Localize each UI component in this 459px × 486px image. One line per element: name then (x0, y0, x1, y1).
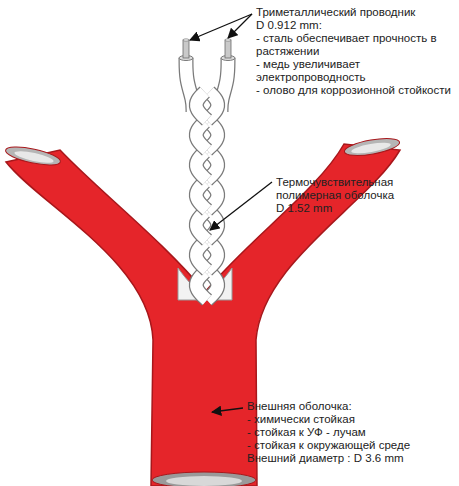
callout-label: - олово для коррозионной стойкости (256, 84, 452, 97)
conductor (183, 39, 189, 41)
callout-group: Триметаллический проводникD 0.912 mm:- с… (256, 6, 452, 97)
wire-insulation (196, 272, 207, 300)
leader-line (190, 14, 252, 40)
jacket-opening (343, 135, 401, 159)
leader-line (210, 182, 272, 230)
callout-label: - химически стойкая (247, 413, 452, 426)
callout-label: Триметаллический проводник (256, 6, 452, 19)
callout-label: - сталь обеспечивает прочность в растяже… (256, 32, 452, 58)
wire-insulation (196, 272, 207, 300)
callout-label: - стойкая к УФ - лучам (247, 426, 452, 439)
callout-label: Внешняя оболочка: (247, 400, 452, 413)
twisted-pair (179, 39, 235, 300)
wire-insulation (196, 122, 207, 150)
wire-insulation (196, 242, 207, 270)
conductor (225, 39, 231, 41)
leader-line (212, 408, 243, 412)
wire-insulation (196, 182, 207, 210)
jacket-opening (351, 141, 392, 156)
leader-line (228, 14, 252, 38)
wire-insulation (196, 92, 207, 120)
callout-label: - медь увеличивает электропроводность (256, 58, 452, 84)
conductor (183, 40, 189, 58)
callout-label: - стойкая к окружающей среде (247, 439, 452, 452)
jacket-opening (14, 149, 55, 165)
conductor (225, 40, 231, 58)
jacket-cut (152, 472, 256, 486)
callout-label: D 1.52 mm (276, 202, 448, 215)
wire-insulation (196, 122, 207, 150)
callout-label: Термочувствительная полимерная оболочка (276, 176, 448, 202)
wire-insulation (196, 152, 207, 180)
jacket-opening (4, 143, 62, 168)
jacket-cut (166, 476, 242, 486)
inner-sheath (178, 268, 232, 300)
callout-group: Термочувствительная полимерная оболочкаD… (276, 176, 448, 215)
callout-label: Внешний диаметр : D 3.6 mm (247, 452, 452, 465)
wire-insulation (196, 182, 207, 210)
wire-insulation (196, 212, 207, 240)
callout-label: D 0.912 mm: (256, 19, 452, 32)
callout-group: Внешняя оболочка:- химически стойкая- ст… (247, 400, 452, 465)
wire-insulation (196, 212, 207, 240)
wire-insulation (196, 92, 207, 120)
wire-insulation (196, 242, 207, 270)
wire-insulation (196, 152, 207, 180)
